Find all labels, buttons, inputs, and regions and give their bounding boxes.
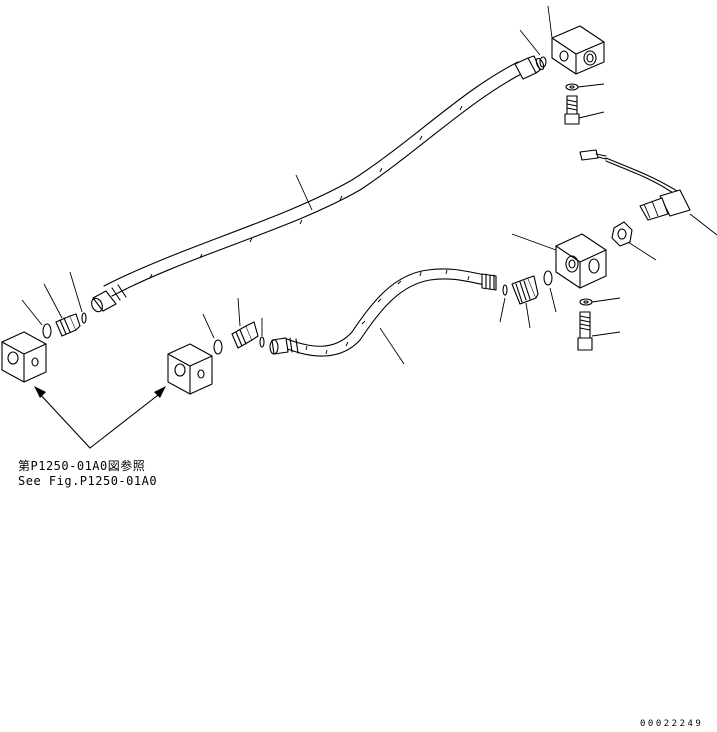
upper-hose: [103, 61, 526, 297]
leader-lower-right-oring: [549, 287, 557, 313]
leader-left-small-oring: [69, 271, 83, 313]
upper-hose-right-fitting: [514, 55, 545, 80]
drawing-code: 00022249: [640, 719, 704, 729]
top-right-bolt: [564, 95, 605, 125]
leader-lower-right-small-oring: [499, 297, 506, 323]
reference-note-english: See Fig.P1250-01A0: [18, 474, 158, 488]
center-reference-block: [167, 343, 213, 395]
left-straight-fitting: [43, 283, 81, 337]
lower-hose-left-fitting: [269, 337, 299, 355]
middle-elbow-fitting: [231, 297, 259, 349]
middle-o-ring-small: [259, 336, 265, 348]
reference-note-japanese: 第P1250-01A0図参照: [18, 459, 146, 473]
lower-hose: [283, 268, 493, 357]
lower-right-o-ring-large: [543, 270, 553, 286]
left-reference-block: [1, 331, 47, 383]
middle-right-washer: [579, 297, 621, 306]
sensor-assembly: [579, 149, 717, 236]
sensor-nut: [611, 221, 657, 261]
leader-middle-oring: [202, 313, 215, 339]
leader-left-oring: [21, 299, 43, 326]
top-right-block: [547, 5, 605, 75]
middle-right-block: [511, 233, 607, 289]
middle-right-bolt: [577, 311, 621, 351]
leader-upper-hose: [295, 174, 313, 211]
reference-arrows: [34, 386, 166, 449]
lower-hose-right-fitting: [481, 273, 497, 291]
lower-right-elbow: [511, 275, 539, 329]
leader-lower-hose: [379, 327, 405, 365]
leader-top-oring: [519, 29, 541, 56]
upper-hose-left-fitting: [91, 284, 127, 313]
lower-right-o-ring-small: [502, 284, 508, 296]
middle-o-ring-large: [213, 339, 223, 355]
left-o-ring-large: [42, 323, 52, 339]
top-right-washer: [565, 83, 605, 91]
top-o-ring: [539, 56, 547, 68]
left-o-ring-small: [81, 312, 87, 324]
